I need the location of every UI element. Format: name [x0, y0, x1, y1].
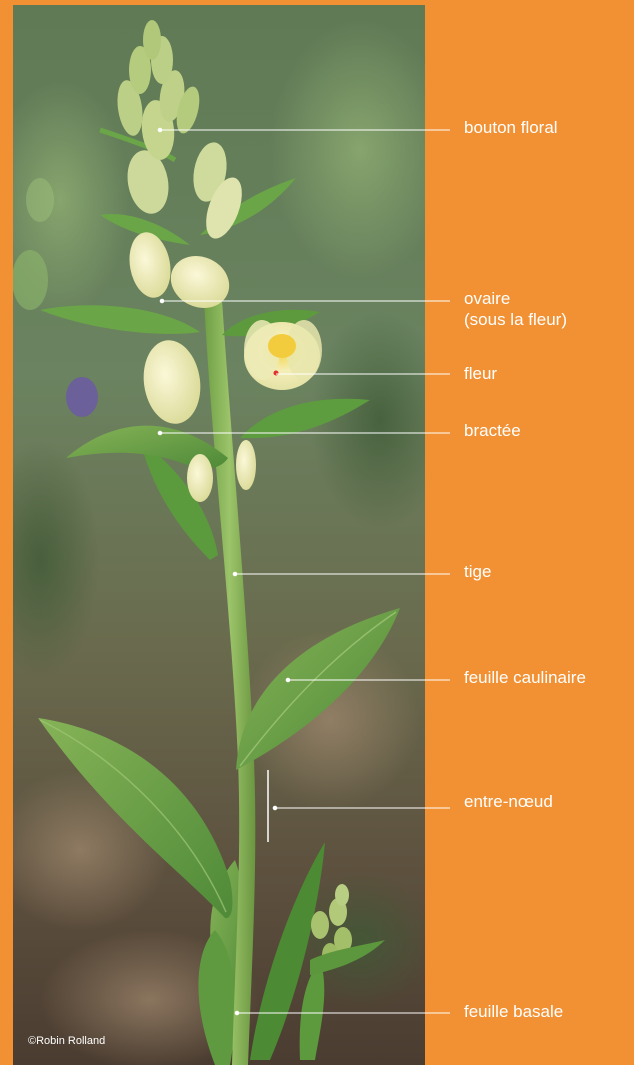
photo-credit: ©Robin Rolland [28, 1034, 105, 1048]
label-ovaire-line1: ovaire [464, 288, 567, 309]
leader-dot-tige [233, 572, 237, 576]
purple-flower-blur [66, 377, 98, 417]
leader-dot-bouton-floral [158, 128, 162, 132]
label-feuille-basale: feuille basale [464, 1001, 563, 1022]
label-ovaire: ovaire (sous la fleur) [464, 288, 567, 330]
label-bractee: bractée [464, 420, 521, 441]
label-feuille-caulinaire: feuille caulinaire [464, 667, 586, 688]
leader-dot-ovaire [160, 299, 164, 303]
leader-dot-bractee [158, 431, 162, 435]
plant-photo [0, 5, 450, 1065]
label-entre-noeud: entre-nœud [464, 791, 553, 812]
label-bouton-floral: bouton floral [464, 117, 558, 138]
label-ovaire-line2: (sous la fleur) [464, 309, 567, 330]
label-tige: tige [464, 561, 491, 582]
label-fleur: fleur [464, 363, 497, 384]
leader-dot-feuille-caulinaire [286, 678, 290, 682]
leader-dot-entre-noeud [273, 806, 277, 810]
leader-dot-feuille-basale [235, 1011, 239, 1015]
